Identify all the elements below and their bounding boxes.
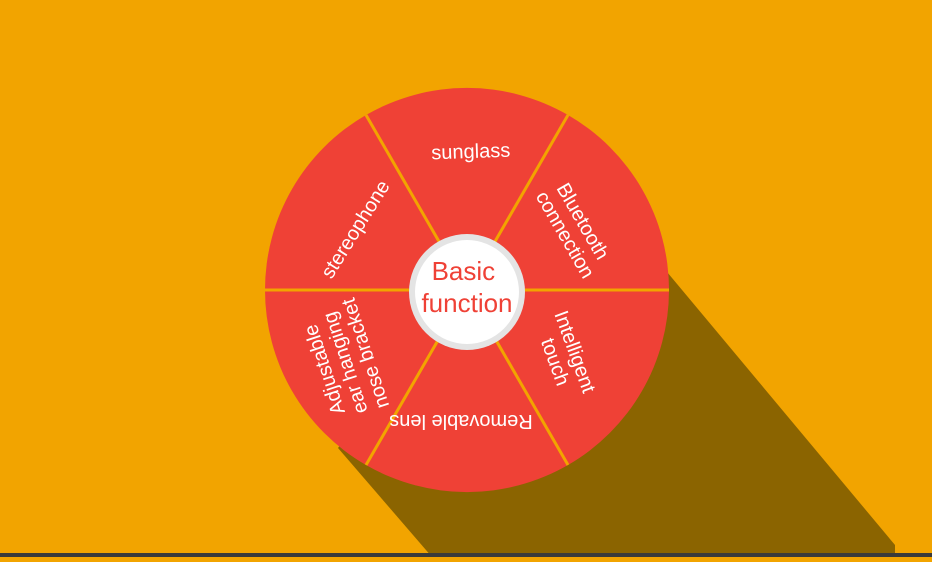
wedge-intelligent-touch xyxy=(467,290,669,465)
segment-labels: sunglass Bluetooth connection Intelligen… xyxy=(300,140,613,432)
wedge-bluetooth xyxy=(467,115,670,290)
wedge-group xyxy=(265,87,670,493)
center-circle xyxy=(415,240,519,344)
center-badge: Basic function xyxy=(409,234,525,350)
label-removable-lens: Removable lens xyxy=(389,410,532,432)
wedge-removable-lens xyxy=(366,290,568,493)
wedge-sunglass xyxy=(366,87,568,290)
center-title: Basic function xyxy=(421,256,512,318)
bottom-border-line xyxy=(0,553,932,557)
label-sunglass: sunglass xyxy=(431,140,511,165)
wedge-stereophone xyxy=(265,115,467,290)
wedge-adjustable xyxy=(265,290,467,465)
